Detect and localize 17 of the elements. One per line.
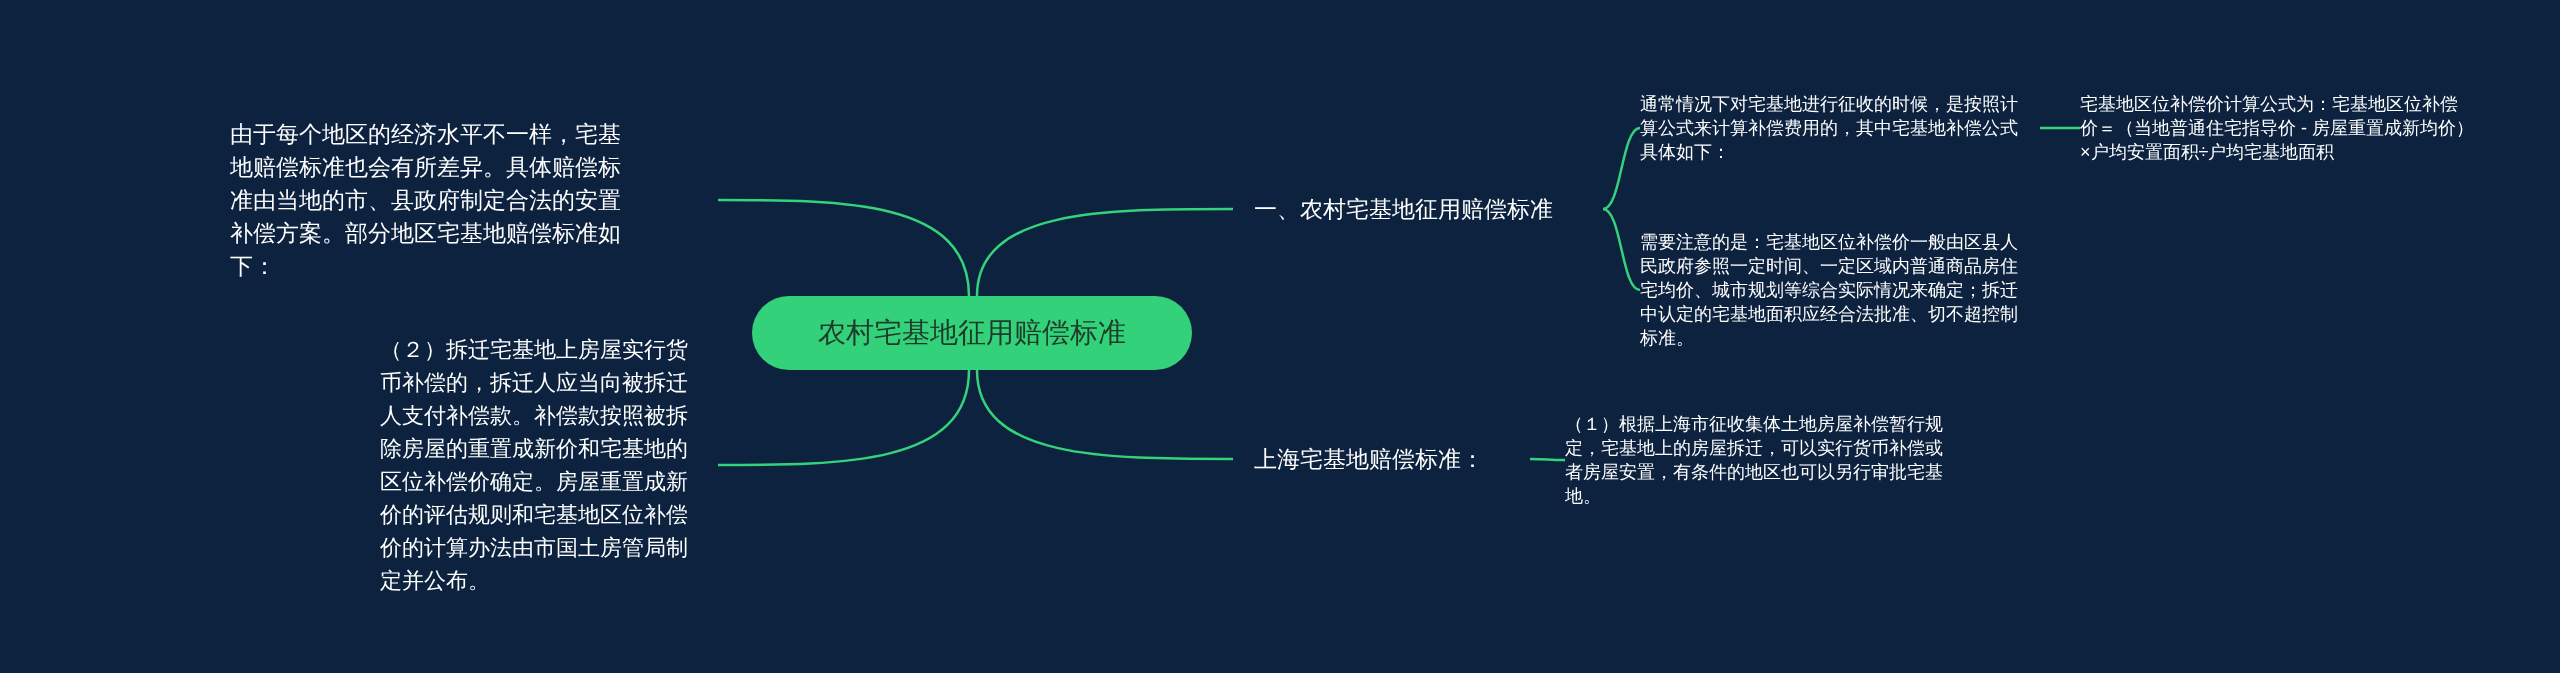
- root-topic-pill: 农村宅基地征用赔偿标准: [752, 296, 1192, 370]
- connector-line: [975, 207, 1233, 297]
- topic-text: 通常情况下对宅基地进行征收的时候，是按照计算公式来计算补偿费用的，其中宅基地补偿公式具体如下：: [1640, 93, 2019, 164]
- connector-line: [718, 198, 971, 297]
- connector-line: [2040, 126, 2080, 130]
- connector-line: [1602, 207, 1641, 292]
- connector-line: [975, 369, 1233, 461]
- topic-text: 需要注意的是：宅基地区位补偿价一般由区县人民政府参照一定时间、一定区域内普通商品房住宅均价、城市规划等综合实际情况来确定；拆迁中认定的宅基地面积应经合法批准、切不超控制标准。: [1640, 231, 2019, 350]
- connector-line: [1530, 457, 1565, 462]
- topic-text: （１）根据上海市征收集体土地房屋补偿暂行规定，宅基地上的房屋拆迁，可以实行货币补偿或者房屋安置，有条件的地区也可以另行审批宅基地。: [1565, 413, 1944, 508]
- connector-line: [718, 369, 971, 467]
- connector-line: [1602, 126, 1641, 211]
- topic-text: 上海宅基地赔偿标准：: [1253, 444, 1485, 474]
- topic-text: （２）拆迁宅基地上房屋实行货币补偿的，拆迁人应当向被拆迁人支付补偿款。补偿款按照被拆除房屋的重置成新价和宅基地的区位补偿价确定。房屋重置成新价的评估规则和宅基地区位补偿价的计算办法由市国土房管局制定并公布。: [380, 336, 689, 595]
- topic-text: 宅基地区位补偿价计算公式为：宅基地区位补偿价＝（当地普通住宅指导价 - 房屋重置成新均价）×户均安置面积÷户均宅基地面积: [2080, 93, 2475, 164]
- topic-text: 一、农村宅基地征用赔偿标准: [1253, 194, 1554, 224]
- topic-text: 由于每个地区的经济水平不一样，宅基地赔偿标准也会有所差异。具体赔偿标准由当地的市、县政府制定合法的安置补偿方案。部分地区宅基地赔偿标准如下：: [230, 119, 622, 281]
